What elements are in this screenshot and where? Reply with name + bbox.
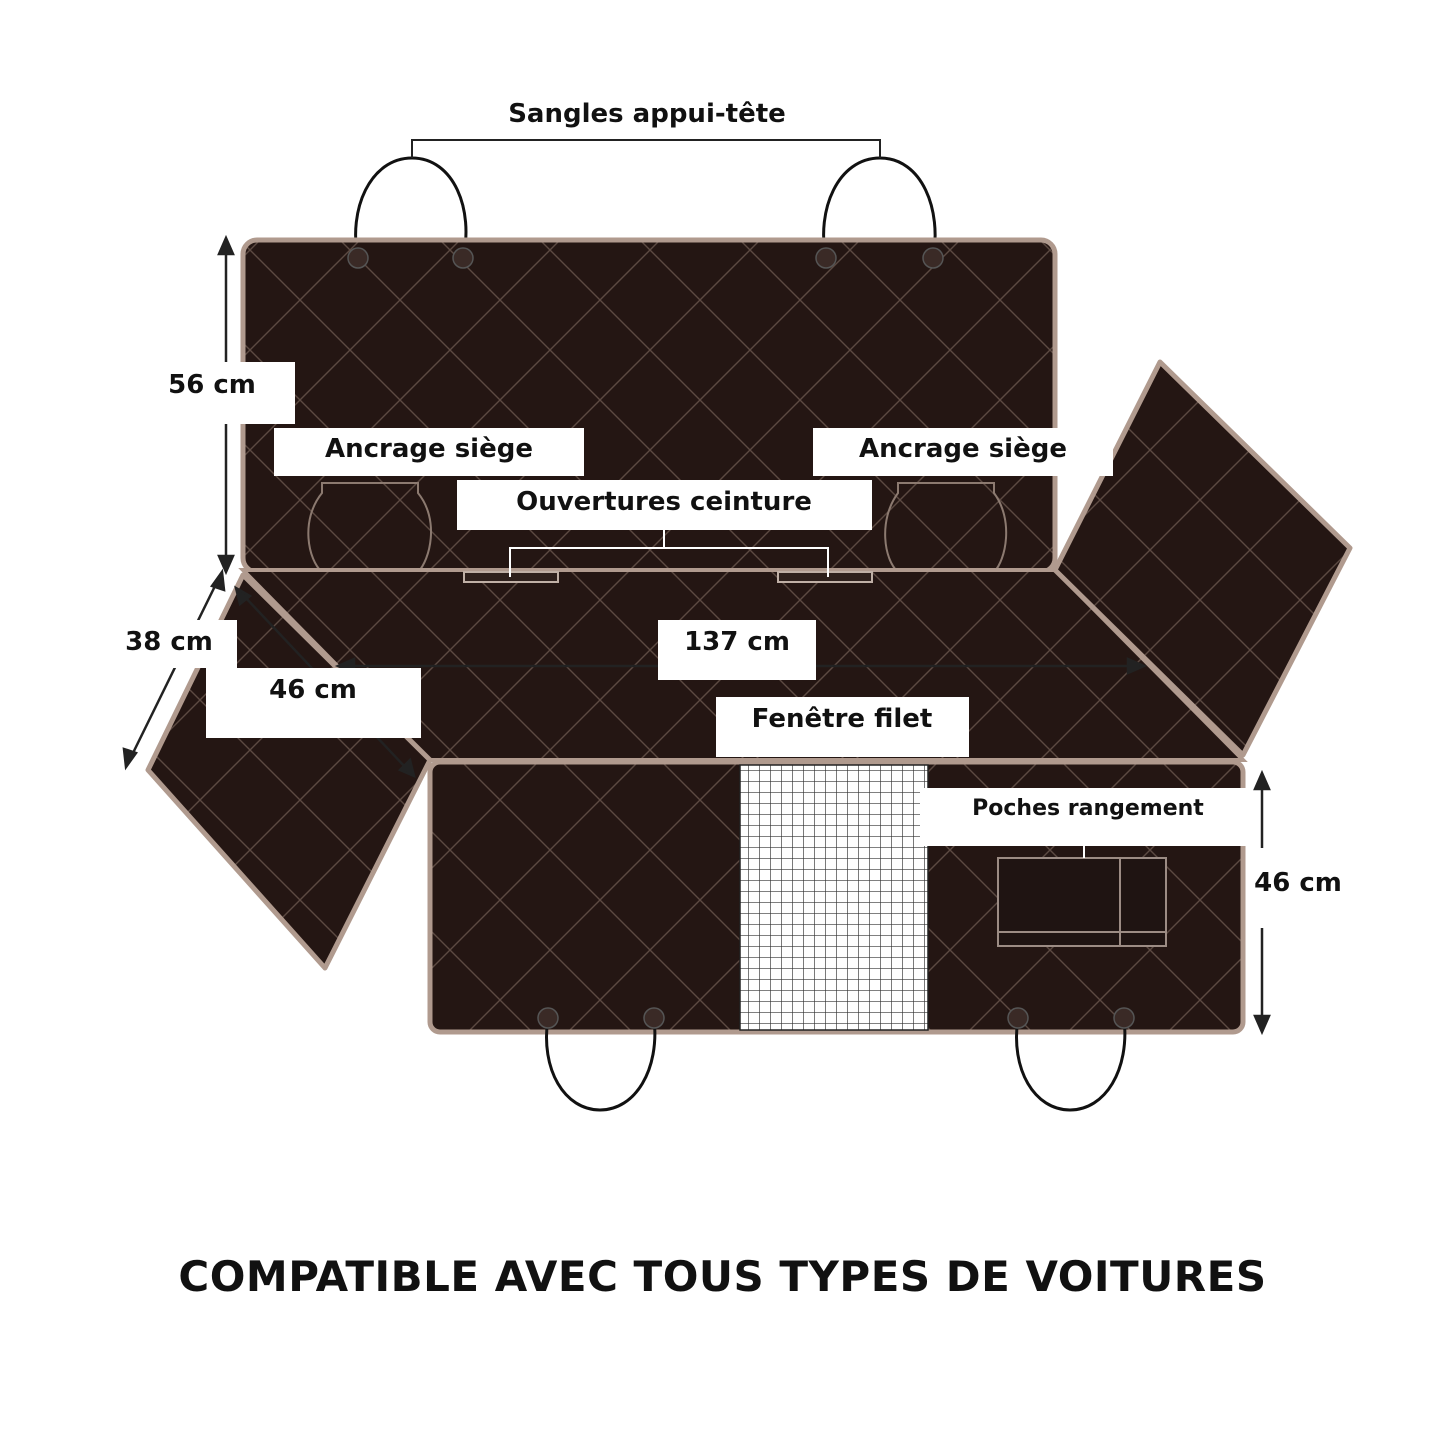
strap-rivets-bottom [537, 1007, 1135, 1029]
label-seat-anchor-left: Ancrage siège [325, 434, 533, 464]
bottom-straps [545, 1017, 1127, 1112]
right-side-flap [1052, 359, 1353, 758]
label-headrest-straps: Sangles appui-tête [508, 99, 786, 129]
belt-bracket [509, 530, 829, 577]
headrest-bracket [411, 139, 881, 158]
arrow-side-flap-width [130, 583, 218, 756]
box-side-flap-length [206, 668, 421, 738]
label-total-width: 137 cm [684, 627, 790, 657]
strap-bottom-right [1015, 1017, 1127, 1112]
label-side-flap-width: 38 cm [125, 627, 213, 657]
box-headrest [505, 92, 785, 138]
box-storage-pockets [920, 788, 1248, 846]
label-seat-anchor-right: Ancrage siège [859, 434, 1067, 464]
box-backrest-height [160, 362, 295, 424]
mesh-window-area [739, 764, 929, 1031]
strap-rivets-top [347, 247, 944, 269]
storage-pocket-shapes [997, 857, 1167, 947]
page-caption: COMPATIBLE AVEC TOUS TYPES DE VOITURES [178, 1252, 1267, 1301]
box-total-width [658, 620, 816, 680]
label-side-flap-length: 46 cm [269, 675, 357, 705]
label-belt-openings: Ouvertures ceinture [516, 487, 812, 517]
box-mesh-window [716, 697, 969, 757]
box-belt-openings [457, 480, 872, 530]
box-front-height [1248, 848, 1348, 928]
label-backrest-height: 56 cm [168, 370, 256, 400]
label-mesh-window: Fenêtre filet [752, 704, 933, 734]
label-front-height: 46 cm [1254, 868, 1342, 898]
box-seat-anchor-left [274, 428, 584, 476]
strap-bottom-left [545, 1017, 657, 1112]
box-side-flap-width [115, 620, 237, 668]
label-storage-pockets: Poches rangement [972, 796, 1204, 821]
box-seat-anchor-right [813, 428, 1113, 476]
label-boxes [115, 92, 1348, 928]
